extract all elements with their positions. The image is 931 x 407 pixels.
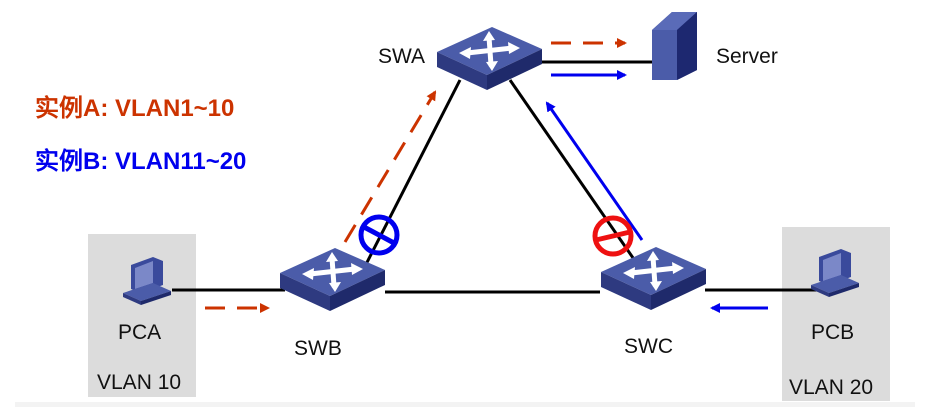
pca-label: PCA [118,321,162,344]
divider [15,402,915,407]
pcb-label: PCB [811,321,855,344]
swa-label: SWA [378,45,426,68]
pc-pca-icon [123,257,171,305]
switch-swa-icon [437,27,542,90]
server-label: Server [716,45,778,68]
blocked-port-instance-a-icon [358,214,400,256]
swc-label: SWC [624,335,673,358]
links [172,60,818,294]
swb-label: SWB [294,337,342,360]
switch-swc-icon [601,247,706,310]
legend-instance-b: 实例B: VLAN11~20 [35,148,247,175]
link-swa-swc [508,79,642,269]
pca-vlan-label: VLAN 10 [97,371,182,394]
flow-b-swc-swa [545,101,644,241]
server-icon [652,12,697,80]
flow-a-swb-swa [343,90,437,243]
pcb-vlan-label: VLAN 20 [789,376,874,399]
pc-pcb-icon [811,249,859,297]
blocked-port-instance-b-icon [592,215,634,257]
link-swa-swb [356,79,462,281]
legend-instance-a: 实例A: VLAN1~10 [35,95,235,122]
